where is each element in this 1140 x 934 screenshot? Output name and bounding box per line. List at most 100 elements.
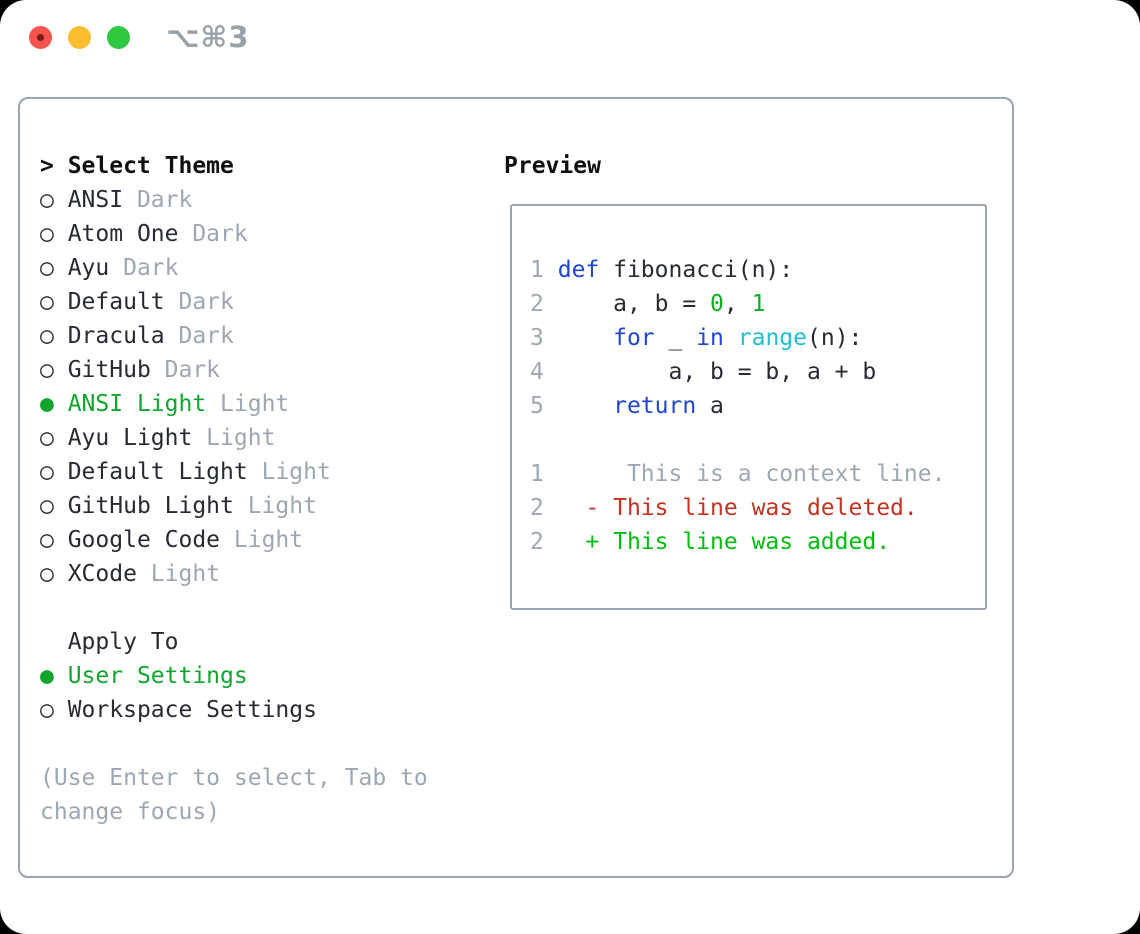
text-span[interactable]: Dark xyxy=(164,289,234,315)
text-span[interactable]: Dracula xyxy=(67,323,165,349)
code-line-3: 3 for _ in range(n): xyxy=(530,321,945,355)
radio-selected-icon[interactable]: ● xyxy=(40,663,68,689)
text-span: for xyxy=(613,325,655,351)
radio-icon[interactable]: ○ xyxy=(40,187,68,213)
zoom-button[interactable] xyxy=(107,26,130,49)
radio-icon[interactable]: ○ xyxy=(40,493,68,519)
theme-option-ayu-light[interactable]: ○ Ayu Light Light xyxy=(40,421,428,455)
diff-deleted-line: 2 - This line was deleted. xyxy=(530,491,945,525)
text-span[interactable]: GitHub xyxy=(67,357,151,383)
text-span: , xyxy=(723,291,752,317)
radio-icon[interactable]: ○ xyxy=(40,425,68,451)
theme-option-default-light[interactable]: ○ Default Light Light xyxy=(40,455,428,489)
line-number: 2 xyxy=(530,529,544,555)
radio-icon[interactable]: ○ xyxy=(40,255,68,281)
window-shortcut-label: ⌥⌘3 xyxy=(166,20,250,54)
preview-code: 1 def fibonacci(n): 2 a, b = 0, 1 3 for _ … xyxy=(530,253,945,559)
text-span[interactable]: Light xyxy=(247,459,331,485)
text-span[interactable]: Google Code xyxy=(67,527,221,553)
apply-option-user-settings-selected[interactable]: ● User Settings xyxy=(40,659,428,693)
text-span[interactable]: Default Light xyxy=(67,459,248,485)
theme-option-github-light[interactable]: ○ GitHub Light Light xyxy=(40,489,428,523)
text-span[interactable]: Dark xyxy=(164,323,234,349)
line-number: 2 xyxy=(530,495,544,521)
text-span[interactable]: Light xyxy=(136,561,221,587)
diff-added-line: 2 + This line was added. xyxy=(530,525,945,559)
text-span: 1 xyxy=(751,291,766,317)
text-span xyxy=(544,325,613,351)
text-span[interactable]: Light xyxy=(192,425,276,451)
text-span[interactable]: GitHub Light xyxy=(67,493,234,519)
radio-selected-icon[interactable]: ● xyxy=(40,391,68,417)
preview-box: 1 def fibonacci(n): 2 a, b = 0, 1 3 for _ … xyxy=(510,204,987,610)
radio-icon[interactable]: ○ xyxy=(40,561,68,587)
radio-icon[interactable]: ○ xyxy=(40,289,68,315)
theme-option-ansi-light-selected[interactable]: ● ANSI Light Light xyxy=(40,387,428,421)
radio-icon[interactable]: ○ xyxy=(40,357,68,383)
text-span[interactable]: Dark xyxy=(109,255,179,281)
text-span: range xyxy=(737,325,808,351)
text-span: + This line was added. xyxy=(543,529,891,555)
preview-heading: Preview xyxy=(504,153,601,179)
theme-option-google-code[interactable]: ○ Google Code Light xyxy=(40,523,428,557)
text-span[interactable]: Dark xyxy=(123,187,193,213)
theme-option-ansi-dark[interactable]: ○ ANSI Dark xyxy=(40,183,428,217)
unsaved-indicator-icon xyxy=(37,34,44,41)
theme-selector-panel: > Select Theme○ ANSI Dark○ Atom One Dark… xyxy=(18,97,1014,878)
minimize-button[interactable] xyxy=(68,26,91,49)
theme-option-atom-one-dark[interactable]: ○ Atom One Dark xyxy=(40,217,428,251)
text-span: def xyxy=(557,257,600,283)
radio-icon[interactable]: ○ xyxy=(40,459,68,485)
text-span: (Use Enter to select, Tab to xyxy=(40,765,428,791)
text-span[interactable]: Dark xyxy=(150,357,221,383)
hint-line-1: (Use Enter to select, Tab to xyxy=(40,761,428,795)
text-span: return xyxy=(613,393,697,419)
text-span xyxy=(724,325,738,351)
text-span[interactable]: Atom One xyxy=(67,221,179,247)
text-span[interactable]: ANSI Light xyxy=(67,391,207,417)
code-line-5: 5 return a xyxy=(530,389,945,423)
text-span: change focus) xyxy=(40,799,221,825)
text-span: (n): xyxy=(807,325,863,351)
theme-option-default-dark[interactable]: ○ Default Dark xyxy=(40,285,428,319)
spacer xyxy=(530,423,945,457)
text-span[interactable]: Light xyxy=(220,527,304,553)
theme-list: > Select Theme○ ANSI Dark○ Atom One Dark… xyxy=(40,149,428,829)
text-span: a, b = b, a + b xyxy=(543,359,877,385)
apply-option-workspace-settings[interactable]: ○ Workspace Settings xyxy=(40,693,428,727)
text-span[interactable]: Light xyxy=(206,391,290,417)
radio-icon[interactable]: ○ xyxy=(40,527,68,553)
text-span: > Select Theme xyxy=(40,153,234,179)
radio-icon[interactable]: ○ xyxy=(40,221,68,247)
text-span: a, b = xyxy=(543,291,711,317)
text-span: 0 xyxy=(710,291,724,317)
text-span[interactable]: ANSI xyxy=(67,187,124,213)
close-button[interactable] xyxy=(29,26,52,49)
text-span[interactable]: Ayu Light xyxy=(67,425,193,451)
select-theme-heading: > Select Theme xyxy=(40,149,428,183)
diff-context-line: 1 This is a context line. xyxy=(530,457,945,491)
text-span[interactable]: User Settings xyxy=(67,663,248,689)
theme-option-github-dark[interactable]: ○ GitHub Dark xyxy=(40,353,428,387)
text-span[interactable]: Light xyxy=(233,493,317,519)
line-number: 5 xyxy=(530,393,544,419)
text-span[interactable]: XCode xyxy=(67,561,137,587)
radio-icon[interactable]: ○ xyxy=(40,323,68,349)
text-span[interactable]: Workspace Settings xyxy=(67,697,317,723)
theme-option-ayu-dark[interactable]: ○ Ayu Dark xyxy=(40,251,428,285)
theme-option-dracula-dark[interactable]: ○ Dracula Dark xyxy=(40,319,428,353)
text-span: This is a context line. xyxy=(543,461,946,487)
text-span: _ xyxy=(654,325,697,351)
code-line-4: 4 a, b = b, a + b xyxy=(530,355,945,389)
text-span: a xyxy=(696,393,724,419)
text-span[interactable]: Dark xyxy=(178,221,248,247)
theme-option-xcode[interactable]: ○ XCode Light xyxy=(40,557,428,591)
radio-icon[interactable]: ○ xyxy=(40,697,68,723)
text-span xyxy=(544,393,613,419)
apply-to-heading: Apply To xyxy=(40,625,428,659)
code-line-1: 1 def fibonacci(n): xyxy=(530,253,945,287)
text-span[interactable]: Ayu xyxy=(67,255,110,281)
spacer xyxy=(40,591,428,625)
text-span[interactable]: Default xyxy=(67,289,165,315)
